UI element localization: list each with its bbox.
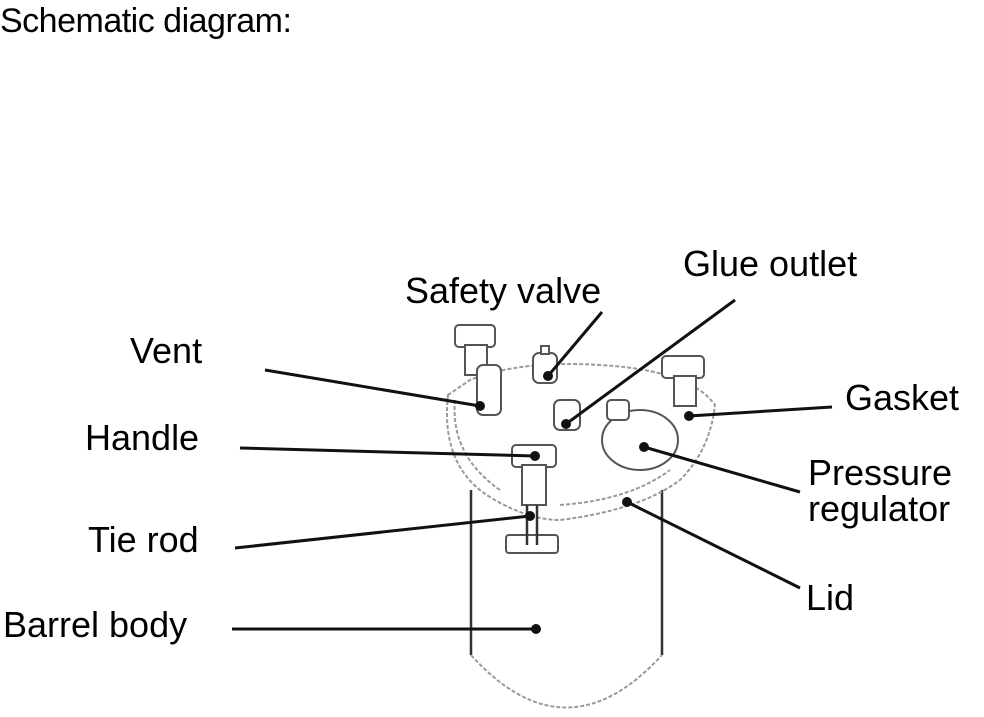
label-vent: Vent xyxy=(130,330,203,371)
label-glue-outlet: Glue outlet xyxy=(683,243,858,284)
lid xyxy=(446,363,717,522)
leader-pressure-regulator xyxy=(639,442,801,494)
leader-tie-rod xyxy=(234,511,535,550)
leader-safety-valve xyxy=(543,311,604,381)
leader-vent xyxy=(264,368,485,411)
leader-lid xyxy=(622,497,801,590)
leader-gasket xyxy=(684,405,833,421)
leader-glue-outlet xyxy=(561,298,736,429)
label-pressure-regulator-line1: Pressure xyxy=(808,452,953,493)
tie-rod-part xyxy=(505,505,559,554)
label-tie-rod: Tie rod xyxy=(88,519,199,560)
label-safety-valve: Safety valve xyxy=(405,270,602,311)
leader-handle xyxy=(239,446,540,461)
label-lid: Lid xyxy=(806,577,855,618)
label-pressure-regulator-line2: regulator xyxy=(808,488,951,529)
leader-barrel-body xyxy=(232,624,541,634)
barrel-body xyxy=(469,490,664,709)
pressure-regulator-part xyxy=(601,399,679,471)
handle-knob-right xyxy=(661,355,705,407)
diagram-title: Schematic diagram: xyxy=(0,2,292,40)
label-gasket: Gasket xyxy=(845,377,960,418)
label-barrel-body: Barrel body xyxy=(3,604,188,645)
label-handle: Handle xyxy=(85,417,200,458)
